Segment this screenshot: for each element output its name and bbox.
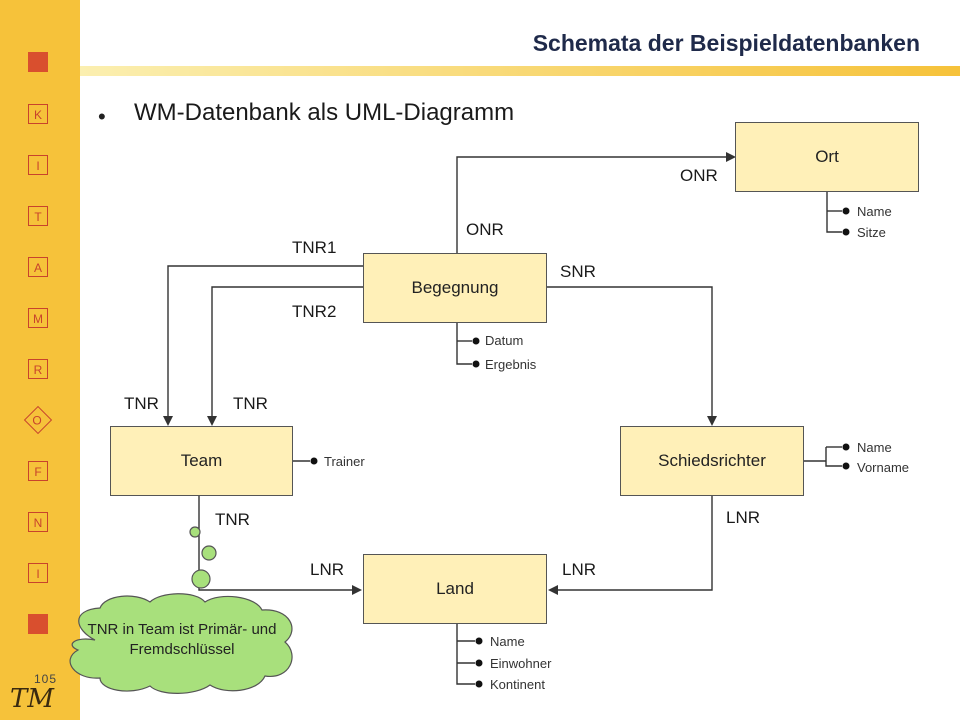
attr-dot: [842, 443, 850, 451]
callout-text: TNR in Team ist Primär- und Fremdschlüss…: [87, 621, 277, 658]
attr-dot: [472, 360, 480, 368]
attr-dot: [472, 337, 480, 345]
sidebar-letter: I: [28, 155, 48, 175]
connector-lnr-schiedsrichter: [548, 496, 713, 595]
entity-schiedsrichter-name: Schiedsrichter: [658, 451, 766, 470]
attr-dot: [310, 457, 318, 465]
rel-label-tnr-team-left: TNR: [124, 394, 159, 413]
attr-land-kontinent: Kontinent: [490, 677, 545, 692]
sidebar: K I T A M R O F N I: [0, 0, 80, 720]
rel-label-onr-begegnung: ONR: [466, 220, 504, 239]
sidebar-letter: R: [28, 359, 48, 379]
attr-dot: [842, 228, 850, 236]
entity-ort: Ort: [735, 122, 919, 192]
rel-label-tnr-team-right: TNR: [233, 394, 268, 413]
thought-bubble-medium: [201, 545, 217, 561]
entity-ort-name: Ort: [815, 147, 839, 166]
rel-label-snr: SNR: [560, 262, 596, 281]
entity-land: Land: [363, 554, 547, 624]
page-title: Schemata der Beispieldatenbanken: [532, 30, 920, 56]
attr-line-land: [456, 624, 475, 685]
callout-cloud: [69, 593, 293, 694]
attr-dot: [475, 637, 483, 645]
attr-land-name: Name: [490, 634, 525, 649]
sidebar-letter: A: [28, 257, 48, 277]
entity-team: Team: [110, 426, 293, 496]
attr-begegnung-datum: Datum: [485, 333, 524, 348]
attr-ort-name: Name: [857, 204, 892, 219]
bullet-text: WM-Datenbank als UML-Diagramm: [134, 99, 515, 126]
attr-dot: [475, 659, 483, 667]
attr-schiedsrichter-name: Name: [857, 440, 892, 455]
entity-team-name: Team: [180, 451, 223, 470]
sidebar-letter: N: [28, 512, 48, 532]
thought-bubble-large: [191, 569, 211, 589]
attr-dot: [842, 462, 850, 470]
sidebar-letter: F: [28, 461, 48, 481]
attr-dot: [842, 207, 850, 215]
header-bar: [80, 66, 960, 76]
attr-schiedsrichter-vorname: Vorname: [857, 460, 910, 475]
attr-ort-sitze: Sitze: [857, 225, 886, 240]
rel-label-lnr-schiedsrichter: LNR: [726, 508, 761, 527]
rel-label-tnr-team-bottom: TNR: [215, 510, 250, 529]
rel-label-onr-top: ONR: [680, 166, 718, 185]
entity-begegnung-name: Begegnung: [411, 278, 499, 297]
connector-lnr-team: [198, 496, 362, 595]
rel-label-lnr-land-left: LNR: [310, 560, 345, 579]
connector-tnr2: [207, 286, 363, 426]
attr-land-einwohner: Einwohner: [490, 656, 552, 671]
sidebar-letter: I: [28, 563, 48, 583]
attr-begegnung-ergebnis: Ergebnis: [485, 357, 537, 372]
sidebar-square-bottom: [28, 614, 48, 634]
rel-label-tnr2: TNR2: [292, 302, 337, 321]
rel-label-lnr-land-right: LNR: [562, 560, 597, 579]
entity-begegnung: Begegnung: [363, 253, 547, 323]
attr-line-ort: [826, 192, 842, 233]
rel-label-tnr1: TNR1: [292, 238, 337, 257]
attr-line-begegnung: [456, 322, 472, 365]
entity-schiedsrichter: Schiedsrichter: [620, 426, 804, 496]
sidebar-square-top: [28, 52, 48, 72]
bullet-icon: •: [98, 104, 106, 129]
page-number: 105: [34, 672, 58, 686]
attr-dot: [475, 680, 483, 688]
attr-team-trainer: Trainer: [324, 454, 365, 469]
sidebar-letter: T: [28, 206, 48, 226]
connector-tnr1: [163, 265, 363, 426]
sidebar-letter: M: [28, 308, 48, 328]
tm-logo: TM: [10, 684, 54, 714]
connector-snr: [546, 286, 717, 426]
connector-begegnung-ort: [456, 152, 736, 253]
entity-land-name: Land: [436, 579, 474, 598]
sidebar-letter: K: [28, 104, 48, 124]
thought-bubble-small: [189, 526, 201, 538]
